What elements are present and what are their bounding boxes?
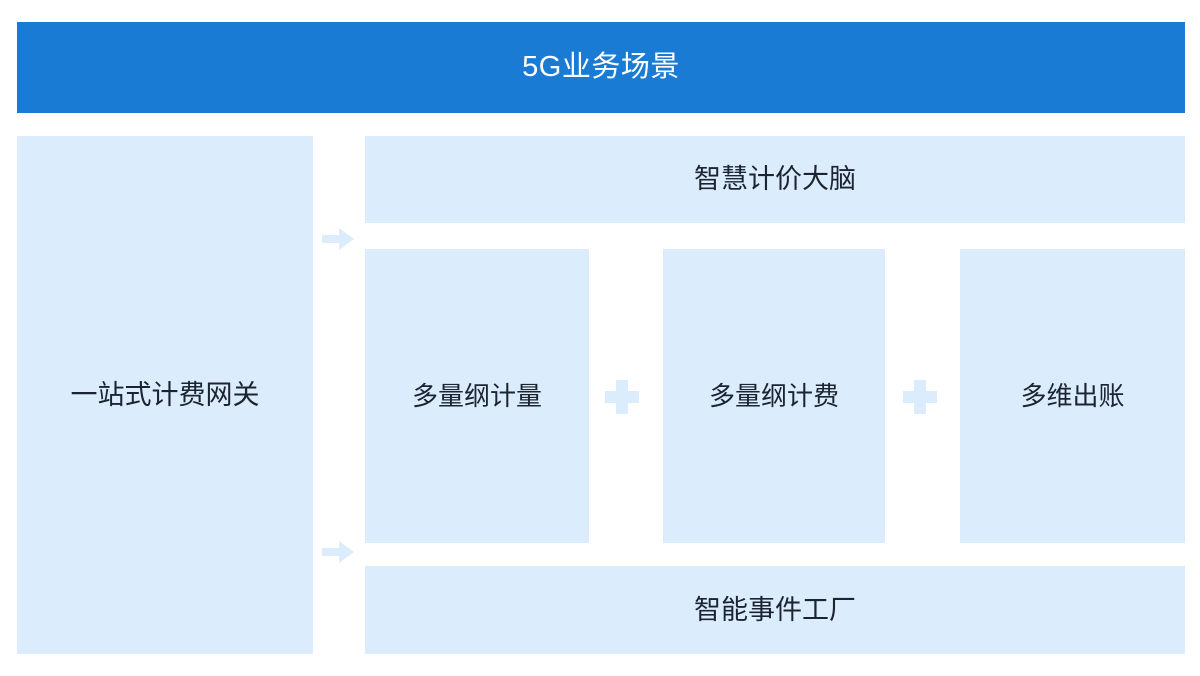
arrow-right-icon-to-factory	[322, 541, 354, 563]
capability-box-rating[interactable]: 多量纲计费	[663, 249, 885, 543]
capability-row: 多量纲计量 多量纲计费 多维出账	[365, 249, 1185, 543]
capability-label: 多维出账	[1020, 381, 1125, 411]
capability-box-metering[interactable]: 多量纲计量	[365, 249, 589, 543]
event-factory-label: 智能事件工厂	[694, 594, 856, 625]
capability-label: 多量纲计量	[411, 381, 542, 411]
plus-icon-2	[903, 380, 937, 414]
capability-box-billing[interactable]: 多维出账	[960, 249, 1185, 543]
header-banner: 5G业务场景	[17, 22, 1185, 113]
capability-label: 多量纲计费	[708, 381, 839, 411]
pricing-brain-panel[interactable]: 智慧计价大脑	[365, 136, 1185, 223]
page-title: 5G业务场景	[522, 51, 680, 83]
arrow-right-icon-to-brain	[322, 228, 354, 250]
gateway-label: 一站式计费网关	[70, 379, 260, 410]
event-factory-panel[interactable]: 智能事件工厂	[365, 566, 1185, 654]
gateway-panel[interactable]: 一站式计费网关	[17, 136, 313, 654]
pricing-brain-label: 智慧计价大脑	[694, 164, 856, 194]
plus-icon-1	[605, 380, 639, 414]
